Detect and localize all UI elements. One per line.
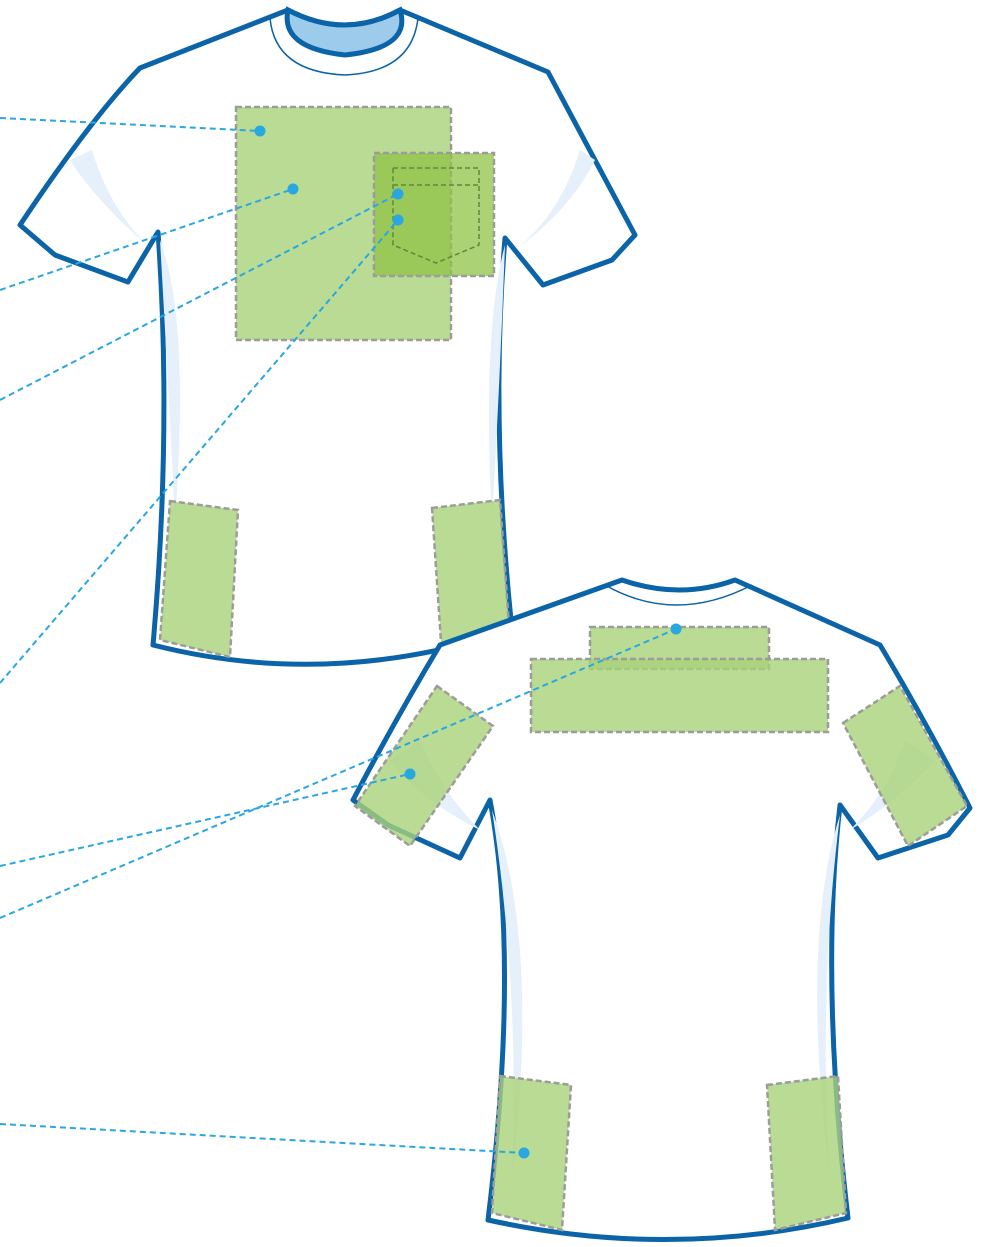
front-shirt (20, 10, 635, 664)
back-hem-anchor-dot (519, 1148, 530, 1159)
pocket-anchor-dot (393, 189, 404, 200)
back-hem-leader-line (0, 1124, 524, 1153)
back-neck-anchor-dot (671, 624, 682, 635)
sleeve-anchor-dot (405, 769, 416, 780)
back-shirt (353, 580, 970, 1240)
sleeve-callout[interactable] (0, 769, 416, 867)
back-hem-left-zone[interactable] (492, 1076, 571, 1230)
back-hem-callout[interactable] (0, 1124, 530, 1159)
back-shoulder-zone[interactable] (531, 659, 828, 732)
large-chest-anchor-dot (255, 126, 266, 137)
front-hem-left-zone[interactable] (160, 501, 238, 657)
back-hem-right-zone[interactable] (767, 1076, 846, 1230)
center-chest-anchor-dot (288, 184, 299, 195)
pocket-lower-anchor-dot (393, 215, 404, 226)
sleeve-leader-line (0, 774, 410, 866)
left-chest-pocket-zone[interactable] (374, 153, 494, 276)
